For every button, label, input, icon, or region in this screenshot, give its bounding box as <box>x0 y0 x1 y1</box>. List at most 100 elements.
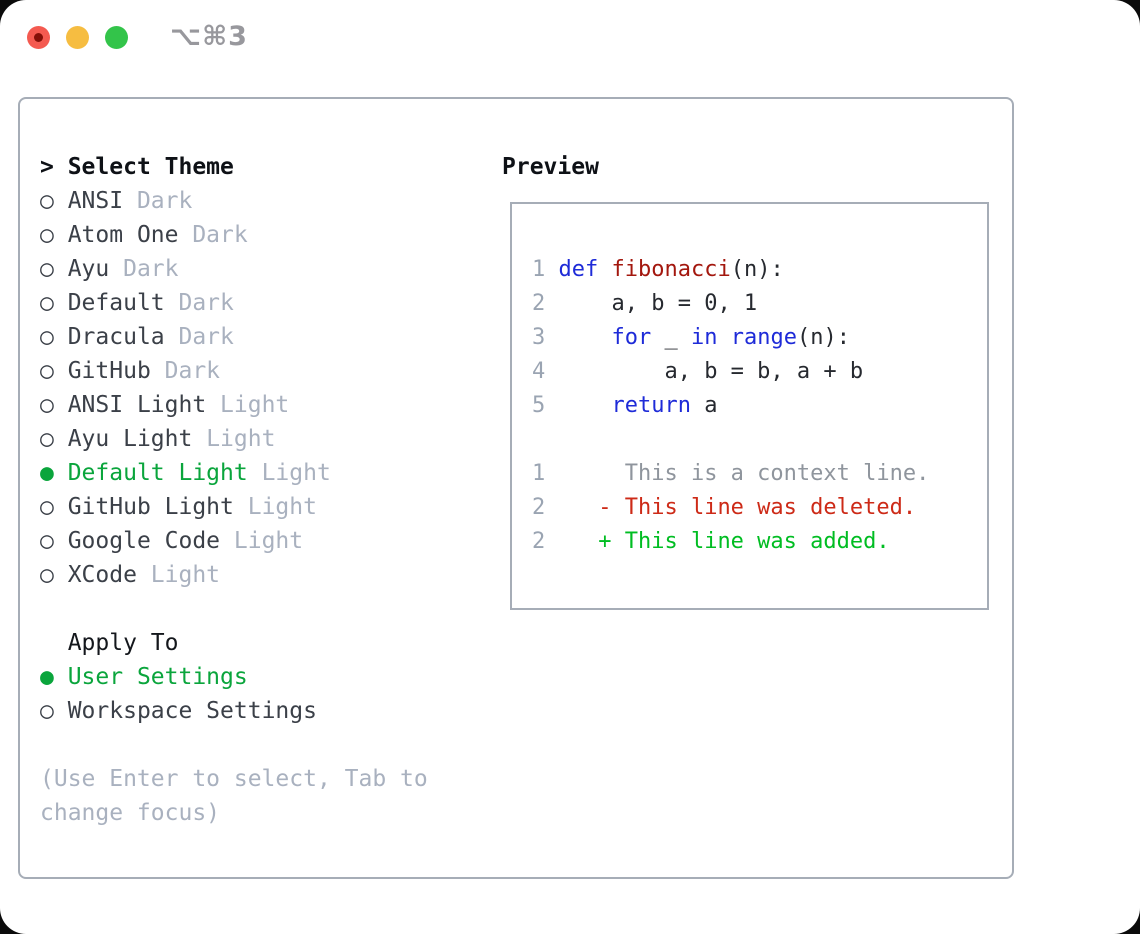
diff-text: This is a context line. <box>558 461 930 486</box>
code-line-1: 1 def fibonacci(n): <box>532 253 929 287</box>
select-theme-header: > Select Theme <box>40 150 428 184</box>
theme-variant: Dark <box>136 188 193 214</box>
theme-option-ayu[interactable]: ○ Ayu Dark <box>40 252 428 286</box>
select-theme-title: Select Theme <box>67 154 234 180</box>
theme-option-default[interactable]: ○ Default Dark <box>40 286 428 320</box>
code-line-3: 3 for _ in range(n): <box>532 321 929 355</box>
line-number: 1 <box>532 257 546 282</box>
theme-name: GitHub Light <box>67 494 248 520</box>
code-segment <box>717 325 730 350</box>
theme-name: Atom One <box>67 222 193 248</box>
theme-variant: Dark <box>192 222 248 248</box>
radio-icon: ○ <box>40 290 68 316</box>
apply-option-label: Workspace Settings <box>67 698 317 724</box>
theme-variant: Light <box>247 494 317 520</box>
radio-icon: ○ <box>40 426 68 452</box>
theme-variant: Light <box>206 426 276 452</box>
theme-option-default-light[interactable]: ● Default Light Light <box>40 456 428 490</box>
code-segment <box>559 393 612 418</box>
hint-line-2: change focus) <box>40 800 221 826</box>
theme-variant: Light <box>233 528 304 554</box>
window-title: ⌥⌘3 <box>170 21 248 52</box>
theme-name: Default Light <box>67 460 262 486</box>
focus-cursor-icon: > <box>40 154 68 180</box>
deleted-line: 2 - This line was deleted. <box>532 491 929 525</box>
theme-option-github-light[interactable]: ○ GitHub Light Light <box>40 490 428 524</box>
spacer-row <box>40 728 428 762</box>
spacer-row <box>40 592 428 626</box>
line-number: 3 <box>532 325 546 350</box>
code-segment <box>559 325 612 350</box>
code-segment: _ <box>651 325 691 350</box>
theme-name: ANSI <box>67 188 137 214</box>
theme-option-xcode[interactable]: ○ XCode Light <box>40 558 428 592</box>
apply-option-label: User Settings <box>67 664 248 690</box>
theme-name: GitHub <box>67 358 165 384</box>
radio-icon: ○ <box>40 256 68 282</box>
diff-text: + This line was added. <box>558 529 890 554</box>
code-segment: (n): <box>796 325 850 350</box>
diff-text: - This line was deleted. <box>558 495 917 520</box>
apply-option-workspace-settings[interactable]: ○ Workspace Settings <box>40 694 428 728</box>
close-button[interactable] <box>27 26 50 49</box>
theme-picker-menu: > Select Theme○ ANSI Dark○ Atom One Dark… <box>40 150 428 830</box>
minimize-button[interactable] <box>66 26 89 49</box>
theme-variant: Dark <box>178 290 234 316</box>
maximize-button[interactable] <box>105 26 128 49</box>
theme-option-dracula[interactable]: ○ Dracula Dark <box>40 320 428 354</box>
code-segment: in <box>690 325 718 350</box>
preview-header: Preview <box>502 154 599 180</box>
theme-name: Google Code <box>67 528 234 554</box>
radio-selected-icon: ● <box>40 664 68 690</box>
theme-variant: Dark <box>164 358 221 384</box>
apply-option-user-settings[interactable]: ● User Settings <box>40 660 428 694</box>
theme-variant: Dark <box>123 256 179 282</box>
theme-name: ANSI Light <box>67 392 221 418</box>
theme-variant: Light <box>150 562 221 588</box>
apply-to-header: Apply To <box>40 626 428 660</box>
code-segment: for <box>611 325 652 350</box>
theme-option-google-code[interactable]: ○ Google Code Light <box>40 524 428 558</box>
radio-icon: ○ <box>40 528 68 554</box>
code-segment <box>598 257 611 282</box>
spacer-row <box>532 423 929 457</box>
code-segment: return <box>611 393 691 418</box>
added-line: 2 + This line was added. <box>532 525 929 559</box>
theme-option-atom-one[interactable]: ○ Atom One Dark <box>40 218 428 252</box>
code-line-5: 5 return a <box>532 389 929 423</box>
code-segment: (n): <box>730 257 784 282</box>
theme-dialog: > Select Theme○ ANSI Dark○ Atom One Dark… <box>18 97 1014 879</box>
radio-icon: ○ <box>40 562 68 588</box>
theme-option-github[interactable]: ○ GitHub Dark <box>40 354 428 388</box>
code-line-2: 2 a, b = 0, 1 <box>532 287 929 321</box>
theme-name: Default <box>67 290 179 316</box>
theme-variant: Dark <box>178 324 234 350</box>
theme-name: XCode <box>67 562 151 588</box>
code-segment: fibonacci <box>611 257 731 282</box>
code-line-4: 4 a, b = b, a + b <box>532 355 929 389</box>
line-number: 4 <box>532 359 546 384</box>
theme-name: Ayu Light <box>67 426 207 452</box>
radio-icon: ○ <box>40 188 68 214</box>
theme-variant: Light <box>261 460 331 486</box>
radio-icon: ○ <box>40 494 68 520</box>
radio-icon: ○ <box>40 358 68 384</box>
code-segment: def <box>558 257 599 282</box>
theme-option-ansi-light[interactable]: ○ ANSI Light Light <box>40 388 428 422</box>
line-number: 2 <box>532 495 546 520</box>
radio-icon: ○ <box>40 698 68 724</box>
code-segment: a, b = 0, 1 <box>558 291 758 316</box>
theme-option-ayu-light[interactable]: ○ Ayu Light Light <box>40 422 428 456</box>
hint-line-1: (Use Enter to select, Tab to <box>40 766 428 792</box>
radio-icon: ○ <box>40 324 68 350</box>
line-number: 2 <box>532 529 546 554</box>
radio-icon: ○ <box>40 392 68 418</box>
theme-name: Ayu <box>67 256 124 282</box>
context-line: 1 This is a context line. <box>532 457 929 491</box>
code-segment: a <box>690 393 718 418</box>
theme-option-ansi[interactable]: ○ ANSI Dark <box>40 184 428 218</box>
code-segment: a, b = b, a + b <box>558 359 864 384</box>
